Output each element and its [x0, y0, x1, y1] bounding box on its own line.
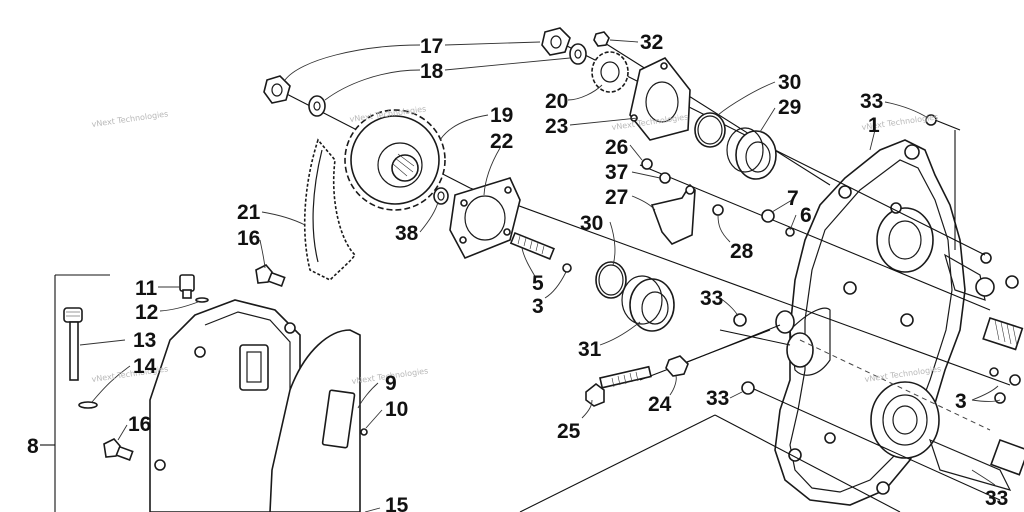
large-gear-19 [344, 109, 446, 211]
callout-32: 32 [640, 31, 663, 54]
watermark: vNext Technologies [91, 109, 169, 129]
callout-9: 9 [385, 372, 397, 395]
callout-14: 14 [133, 355, 157, 378]
nut-left [263, 75, 291, 104]
callout-18: 18 [420, 60, 444, 83]
callout-16: 16 [128, 413, 151, 436]
callout-3: 3 [955, 390, 967, 413]
small-sprocket-20 [591, 51, 629, 93]
callout-33: 33 [706, 387, 729, 410]
o-ring-30-lower [595, 261, 627, 299]
cover-plate-15 [269, 329, 368, 512]
bolt-25 [585, 365, 652, 407]
callout-12: 12 [135, 301, 158, 324]
leader-lines [79, 39, 1001, 512]
callout-19: 19 [490, 104, 513, 127]
bearing-31 [621, 275, 675, 332]
bearing-plate-22 [449, 177, 521, 260]
bearing-plate-23 [629, 57, 691, 141]
callout-22: 22 [490, 130, 513, 153]
callout-37: 37 [605, 161, 628, 184]
stud-5 [509, 231, 572, 273]
callout-17: 17 [420, 35, 443, 58]
bearing-29 [726, 127, 777, 180]
callout-33: 33 [860, 90, 883, 113]
drive-chain-21 [303, 138, 357, 281]
callout-11: 11 [135, 277, 158, 300]
callout-7: 7 [787, 187, 799, 210]
callout-33: 33 [700, 287, 723, 310]
plug-11 [179, 274, 195, 299]
callout-30: 30 [580, 212, 603, 235]
washer-18 [569, 43, 587, 65]
washer-38 [433, 187, 449, 205]
callout-21: 21 [237, 201, 261, 224]
nut-32 [593, 31, 610, 47]
o-ring-30-upper [694, 112, 726, 148]
callout-13: 13 [133, 329, 156, 352]
callout-20: 20 [545, 90, 568, 113]
callout-25: 25 [557, 420, 581, 443]
callout-30: 30 [778, 71, 801, 94]
callout-24: 24 [648, 393, 672, 416]
bolt-16-upper [255, 264, 286, 288]
callout-33: 33 [985, 487, 1008, 510]
callout-3: 3 [532, 295, 544, 318]
callout-27: 27 [605, 186, 628, 209]
bolt-16-lower [103, 438, 134, 462]
callout-labels: 17 18 32 20 23 30 29 33 1 19 22 26 37 27… [27, 31, 1008, 512]
nut-24 [665, 355, 689, 377]
callout-29: 29 [778, 96, 801, 119]
callout-15: 15 [385, 494, 409, 512]
callout-38: 38 [395, 222, 419, 245]
callout-6: 6 [800, 204, 812, 227]
callout-10: 10 [385, 398, 408, 421]
washer-left [308, 95, 326, 117]
callout-28: 28 [730, 240, 754, 263]
bracket-27 [650, 183, 696, 245]
callout-26: 26 [605, 136, 628, 159]
nuts-33 [733, 114, 937, 395]
washer-14 [78, 401, 98, 409]
callout-31: 31 [578, 338, 602, 361]
callout-1: 1 [868, 114, 880, 137]
callout-16: 16 [237, 227, 260, 250]
callout-5: 5 [532, 272, 544, 295]
dipstick-13 [63, 307, 83, 381]
callout-8: 8 [27, 435, 39, 458]
washer-12 [195, 297, 209, 303]
nut-17 [541, 27, 571, 56]
gear-case-housing [774, 139, 1012, 506]
callout-23: 23 [545, 115, 568, 138]
